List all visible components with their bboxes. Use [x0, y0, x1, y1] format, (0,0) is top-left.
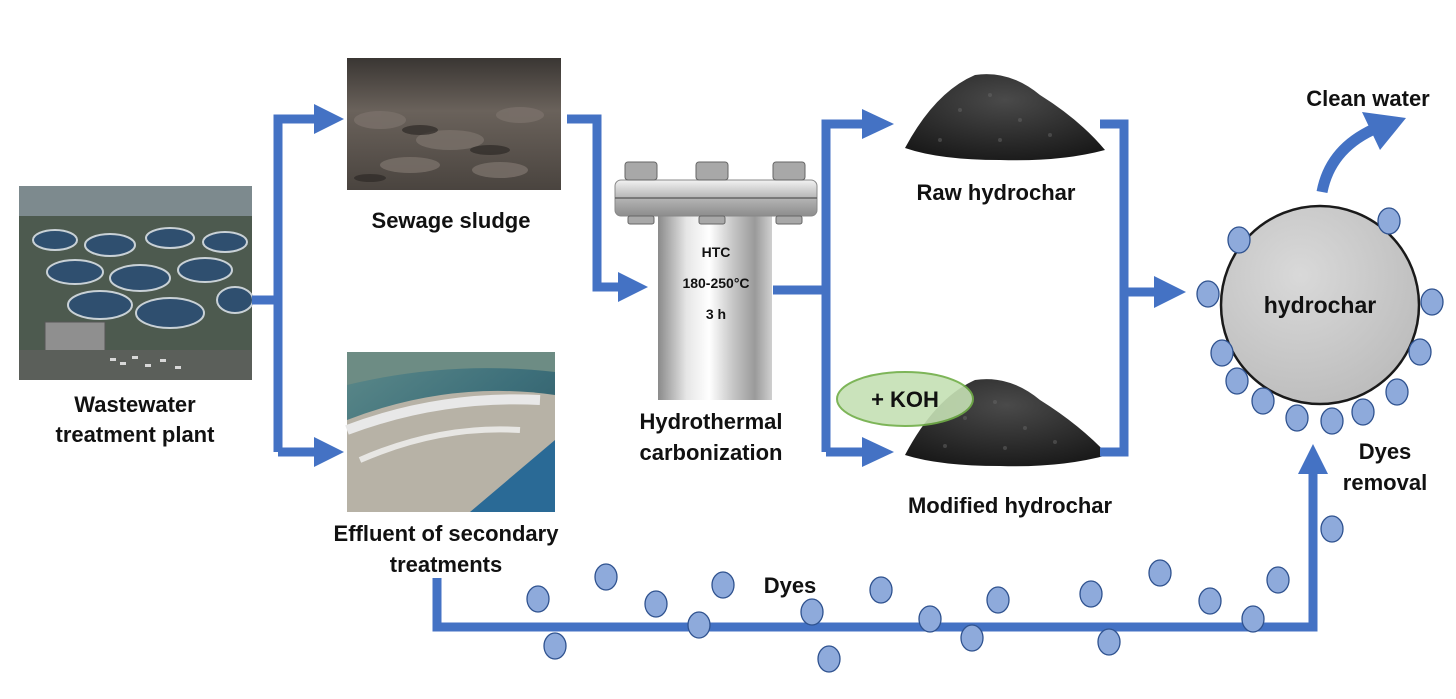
arrowhead-raw — [862, 109, 894, 139]
dyes-removal-label-line1: Dyes — [1359, 439, 1412, 464]
koh-badge: + KOH — [836, 371, 974, 427]
clean-water-label: Clean water — [1306, 86, 1430, 111]
dyes-removal-label-line2: removal — [1343, 470, 1427, 495]
raw-hydrochar-label: Raw hydrochar — [917, 180, 1076, 205]
htc-label-line2: carbonization — [639, 440, 782, 465]
wwtp-photo — [19, 186, 254, 380]
clean-water-arrow — [1316, 112, 1406, 194]
free-dyes — [526, 515, 1344, 673]
arrow-dyes-line — [432, 472, 1318, 632]
adsorbed-dyes — [1196, 207, 1444, 435]
arrowhead-sludge — [314, 104, 344, 134]
wwtp-label-line2: treatment plant — [56, 422, 216, 447]
koh-label: + KOH — [871, 387, 939, 412]
reactor-label-htc: HTC — [702, 244, 731, 260]
reactor-label-time: 3 h — [706, 306, 726, 322]
arrowhead-modified — [862, 437, 894, 467]
modified-hydrochar-label: Modified hydrochar — [908, 493, 1113, 518]
arrowhead-dyes-up — [1298, 444, 1328, 474]
reactor-label-temperature: 180-250°C — [682, 275, 749, 291]
hydrochar-sphere: hydrochar — [1219, 204, 1421, 406]
wwtp-label-line1: Wastewater — [74, 392, 196, 417]
effluent-label-line2: treatments — [390, 552, 502, 577]
arrow-heads — [314, 104, 1328, 474]
arrowhead-effluent — [314, 437, 344, 467]
arrow-hydrochar-collector — [1100, 119, 1129, 457]
sphere-label: hydrochar — [1264, 292, 1377, 318]
flow-arrows — [252, 114, 1318, 632]
arrow-sludge-to-reactor — [567, 114, 622, 292]
arrowhead-reactor — [618, 272, 648, 302]
htc-label-line1: Hydrothermal — [639, 409, 782, 434]
dyes-label: Dyes — [764, 573, 817, 598]
arrow-to-sludge — [273, 114, 318, 452]
sewage-sludge-photo — [347, 58, 561, 190]
sludge-label: Sewage sludge — [372, 208, 531, 233]
arrow-to-raw-hydrochar — [821, 119, 866, 452]
effluent-photo — [345, 352, 555, 512]
effluent-label-line1: Effluent of secondary — [334, 521, 560, 546]
raw-hydrochar-pile — [905, 74, 1105, 161]
arrowhead-sphere — [1154, 276, 1186, 308]
htc-reactor: HTC 180-250°C 3 h — [614, 161, 818, 400]
